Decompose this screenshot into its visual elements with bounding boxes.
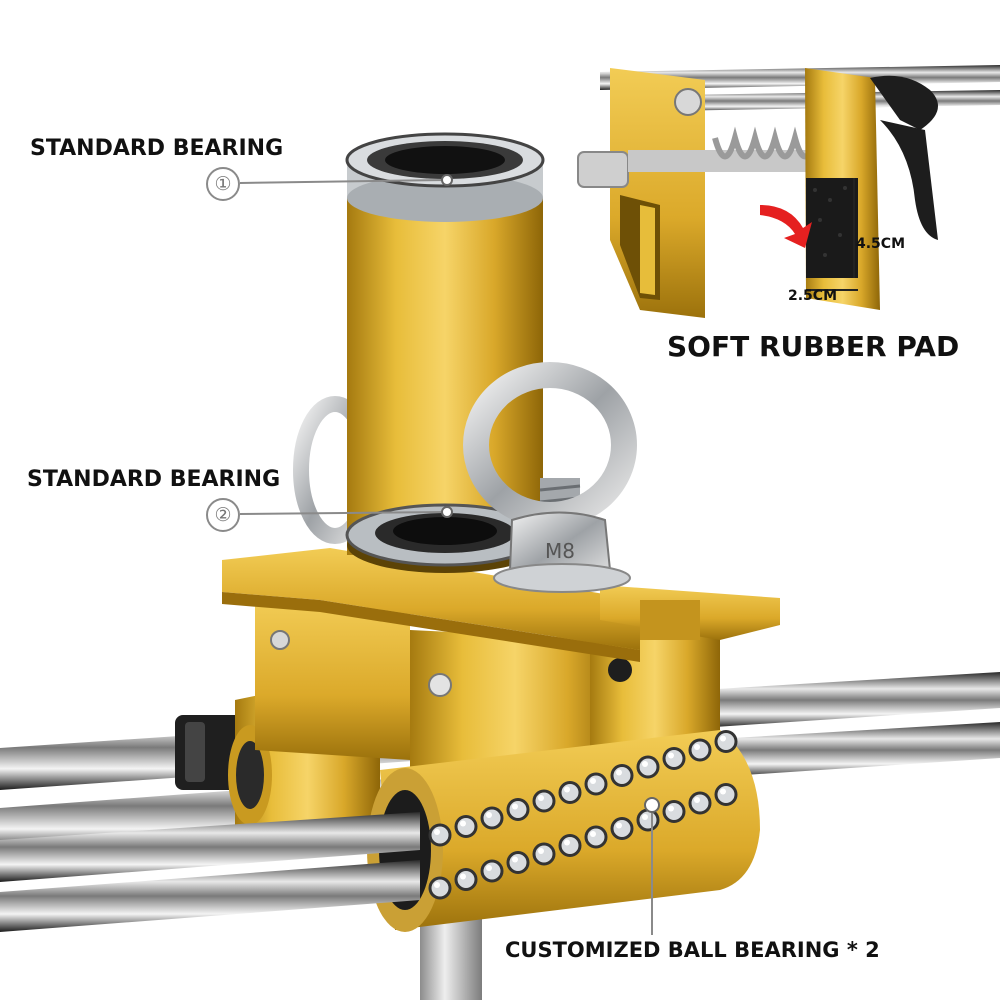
ball: [558, 781, 582, 804]
ball: [454, 868, 478, 891]
bearing-cylinder: [345, 132, 545, 573]
ball: [532, 789, 556, 813]
ball: [506, 798, 530, 821]
ball: [714, 730, 738, 753]
ball: [714, 783, 738, 806]
ball-highlight: [642, 814, 648, 820]
ball-highlight: [486, 865, 492, 871]
ball: [688, 791, 712, 815]
ball: [428, 823, 452, 847]
ball-highlight: [720, 788, 726, 795]
eyebolt-mark: M8: [545, 539, 575, 563]
ball: [662, 800, 686, 823]
ball-highlight: [590, 778, 596, 784]
label-standard-bearing-bottom: STANDARD BEARING: [27, 467, 281, 492]
marker-two: ②: [206, 498, 240, 532]
label-standard-bearing-top: STANDARD BEARING: [30, 136, 284, 161]
marker-one: ①: [206, 167, 240, 201]
ball-highlight: [564, 786, 570, 793]
label-pad-height: 4.5CM: [856, 236, 906, 252]
ball: [428, 876, 452, 900]
front-rails: [0, 812, 420, 932]
ball-highlight: [434, 829, 440, 835]
ball-highlight: [668, 752, 674, 759]
ball: [532, 842, 556, 866]
ball-highlight: [642, 761, 648, 767]
ball-highlight: [694, 797, 700, 803]
ball-highlight: [512, 856, 518, 863]
leader-dots: [441, 174, 660, 813]
ball-highlight: [538, 848, 544, 854]
ball: [480, 859, 504, 883]
ball: [636, 755, 660, 779]
ball-highlight: [434, 882, 440, 888]
ball: [610, 764, 634, 787]
ball-highlight: [616, 822, 622, 829]
ball-highlight: [460, 873, 466, 880]
label-pad-width: 2.5CM: [788, 288, 838, 304]
ball-highlight: [564, 839, 570, 846]
ball: [506, 851, 530, 874]
eye-bolt-front: M8: [463, 362, 637, 593]
end-cap: [175, 715, 245, 790]
ball: [688, 738, 712, 762]
label-soft-rubber-pad: SOFT RUBBER PAD: [667, 330, 960, 363]
ball-highlight: [616, 769, 622, 776]
ball-highlight: [460, 820, 466, 827]
ball-highlight: [486, 812, 492, 818]
ball: [584, 772, 608, 796]
clamp-inset: [577, 65, 1000, 318]
top-plate: [222, 548, 780, 662]
leader-lines: [239, 179, 653, 935]
ball-highlight: [538, 795, 544, 801]
ball-highlight: [694, 744, 700, 750]
ball-highlight: [668, 805, 674, 812]
ball-highlight: [720, 735, 726, 742]
ball-rows: [428, 730, 738, 900]
ball: [558, 834, 582, 857]
ball: [636, 808, 660, 832]
ball: [662, 747, 686, 770]
ball-highlight: [590, 831, 596, 837]
ball: [480, 806, 504, 830]
ball: [610, 817, 634, 840]
ball: [454, 815, 478, 838]
ball: [584, 825, 608, 849]
ball-highlight: [512, 803, 518, 810]
label-customized-ball-bearing: CUSTOMIZED BALL BEARING * 2: [505, 938, 880, 962]
